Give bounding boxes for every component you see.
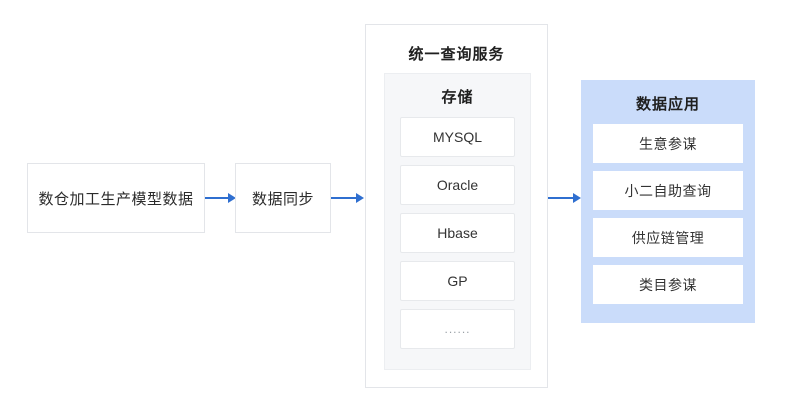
application-item-list: 生意参谋 小二自助查询 供应链管理 类目参谋 xyxy=(593,124,743,304)
arrow-head-icon xyxy=(356,193,364,203)
panel-unified-query-service-title: 统一查询服务 xyxy=(408,46,505,63)
storage-item-label: Hbase xyxy=(437,225,478,241)
arrow-source-to-sync xyxy=(205,192,236,204)
panel-unified-query-service: 统一查询服务 存储 MYSQL Oracle Hbase GP ...... xyxy=(365,24,548,388)
storage-item-gp: GP xyxy=(400,261,515,301)
arrow-shaft xyxy=(548,197,574,199)
storage-item-label: GP xyxy=(447,273,468,289)
application-item-label: 生意参谋 xyxy=(639,135,697,152)
arrow-shaft xyxy=(331,197,357,199)
storage-item-oracle: Oracle xyxy=(400,165,515,205)
storage-item-list: MYSQL Oracle Hbase GP ...... xyxy=(400,117,515,349)
node-source-data: 数仓加工生产模型数据 xyxy=(27,163,205,233)
application-item-label: 类目参谋 xyxy=(639,276,697,293)
panel-storage-title: 存储 xyxy=(441,89,474,106)
panel-storage: 存储 MYSQL Oracle Hbase GP ...... xyxy=(384,73,531,370)
storage-item-label: MYSQL xyxy=(432,129,482,145)
arrow-head-icon xyxy=(228,193,236,203)
arrow-service-to-apps xyxy=(548,192,581,204)
panel-data-applications: 数据应用 生意参谋 小二自助查询 供应链管理 类目参谋 xyxy=(581,80,755,323)
application-item-self-service-query: 小二自助查询 xyxy=(593,171,743,210)
application-item-supply-chain: 供应链管理 xyxy=(593,218,743,257)
application-item-label: 小二自助查询 xyxy=(624,182,712,199)
application-item-label: 供应链管理 xyxy=(631,229,705,246)
storage-item-hbase: Hbase xyxy=(400,213,515,253)
application-item-business-advisor: 生意参谋 xyxy=(593,124,743,163)
panel-data-applications-title: 数据应用 xyxy=(635,96,700,113)
storage-item-label: Oracle xyxy=(436,177,479,193)
application-item-category-advisor: 类目参谋 xyxy=(593,265,743,304)
storage-item-mysql: MYSQL xyxy=(400,117,515,157)
storage-item-label: ...... xyxy=(444,322,471,336)
node-source-data-label: 数仓加工生产模型数据 xyxy=(38,190,194,208)
node-data-sync: 数据同步 xyxy=(235,163,331,233)
node-data-sync-label: 数据同步 xyxy=(251,190,314,208)
storage-item-more: ...... xyxy=(400,309,515,349)
arrow-shaft xyxy=(205,197,229,199)
arrow-head-icon xyxy=(573,193,581,203)
arrow-sync-to-service xyxy=(331,192,364,204)
